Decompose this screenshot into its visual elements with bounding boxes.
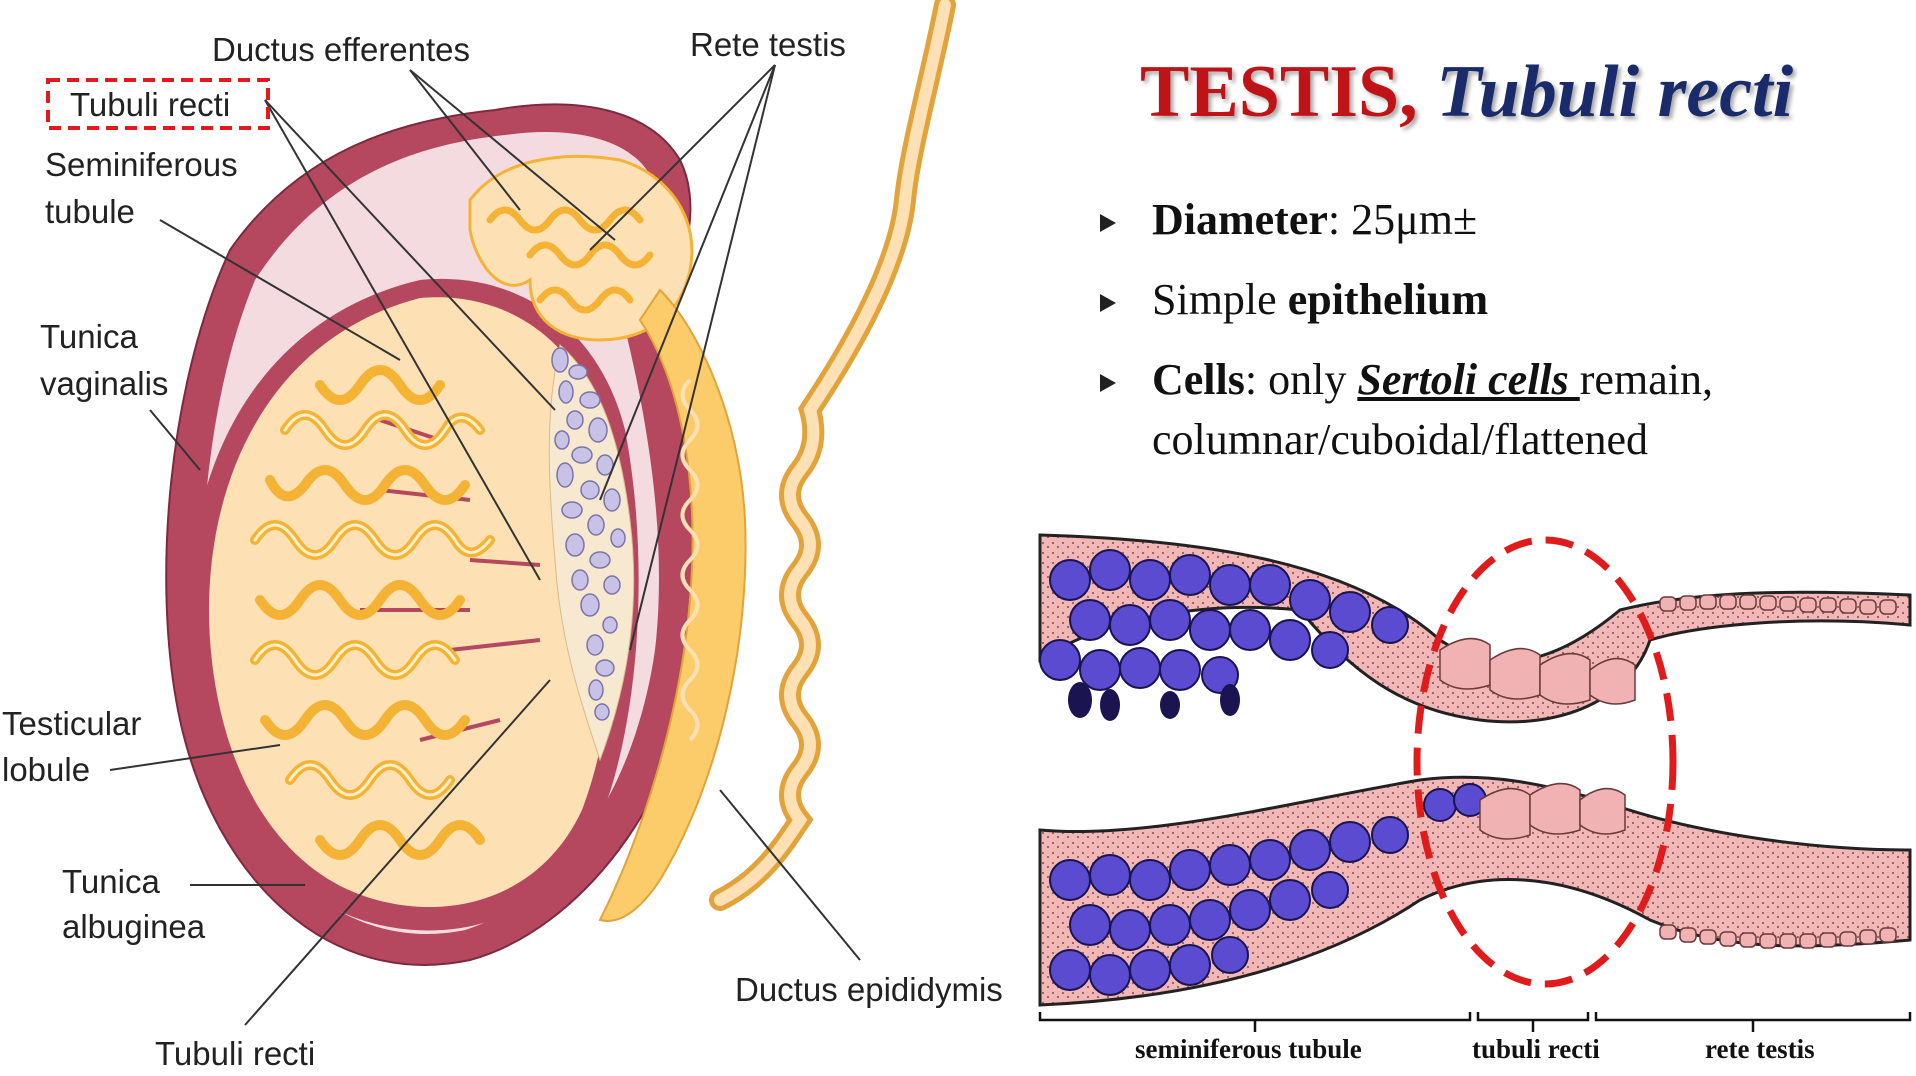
- label-seminiferous-tubule-line2: tubule: [45, 193, 135, 230]
- label-testicular-lobule-line2: lobule: [2, 751, 91, 788]
- histology-label-rete-testis: rete testis: [1705, 1034, 1815, 1064]
- bullet-epithelium-term: epithelium: [1287, 275, 1489, 324]
- histology-label-tubuli-recti: tubuli recti: [1472, 1034, 1600, 1064]
- testis-diagram: [165, 0, 956, 966]
- label-rete-testis: Rete testis: [690, 26, 846, 63]
- tubuli-recti-highlight-ellipse: [1413, 536, 1677, 988]
- label-tunica-vaginalis-line1: Tunica: [40, 318, 138, 355]
- label-tunica-albuginea-line1: Tunica: [62, 863, 160, 900]
- label-tubuli-recti-bottom: Tubuli recti: [155, 1035, 316, 1072]
- bullet-cells-rest: remain,: [1579, 355, 1713, 404]
- label-tubuli-recti-top: Tubuli recti: [70, 86, 231, 123]
- bullet-cells-mid: : only: [1244, 355, 1358, 404]
- lower-germ-cells: [1049, 783, 1487, 996]
- label-ductus-epididymis: Ductus epididymis: [735, 971, 1003, 1008]
- bullet-cells-sertoli: Sertoli cells: [1357, 355, 1580, 404]
- slide-title: TESTIS, Tubuli recti: [1140, 50, 1793, 135]
- label-seminiferous-tubule-line1: Seminiferous: [45, 146, 238, 183]
- rete-cuboidal-cells: [1659, 594, 1897, 949]
- bullet-arrow-icon: [1100, 214, 1116, 232]
- rete-testis: [551, 347, 626, 721]
- sertoli-cells: [1439, 637, 1636, 840]
- bullet-diameter-term: Diameter: [1152, 195, 1328, 244]
- bullet-diameter: Diameter: 25μm±: [1100, 190, 1713, 250]
- epididymis-body: [598, 288, 747, 922]
- testis-body: [209, 297, 618, 908]
- title-part-2: Tubuli recti: [1436, 51, 1794, 133]
- bullet-epithelium: Simple epithelium: [1100, 270, 1713, 330]
- histology-panel: [1038, 533, 1912, 1032]
- bullet-list: Diameter: 25μm± Simple epithelium Cells:…: [1100, 190, 1713, 490]
- bullet-epithelium-pre: Simple: [1152, 275, 1288, 324]
- label-tunica-albuginea-line2: albuginea: [62, 908, 206, 945]
- bullet-arrow-icon: [1100, 374, 1116, 392]
- label-ductus-efferentes: Ductus efferentes: [212, 31, 471, 68]
- bullet-cells: Cells: only Sertoli cells remain, column…: [1100, 350, 1713, 470]
- label-tunica-vaginalis-line2: vaginalis: [40, 365, 169, 402]
- section-brackets: [1038, 1012, 1912, 1032]
- bullet-diameter-value: : 25μm±: [1327, 195, 1478, 244]
- bullet-arrow-icon: [1100, 294, 1116, 312]
- histology-label-seminiferous: seminiferous tubule: [1135, 1034, 1362, 1064]
- title-part-1: TESTIS,: [1140, 51, 1418, 133]
- upper-germ-cells: [1039, 549, 1409, 694]
- bullet-cells-line2: columnar/cuboidal/flattened: [1152, 415, 1649, 464]
- leader-lines: [109, 64, 861, 1026]
- label-testicular-lobule-line1: Testicular: [2, 705, 142, 742]
- bullet-cells-term: Cells: [1152, 355, 1245, 404]
